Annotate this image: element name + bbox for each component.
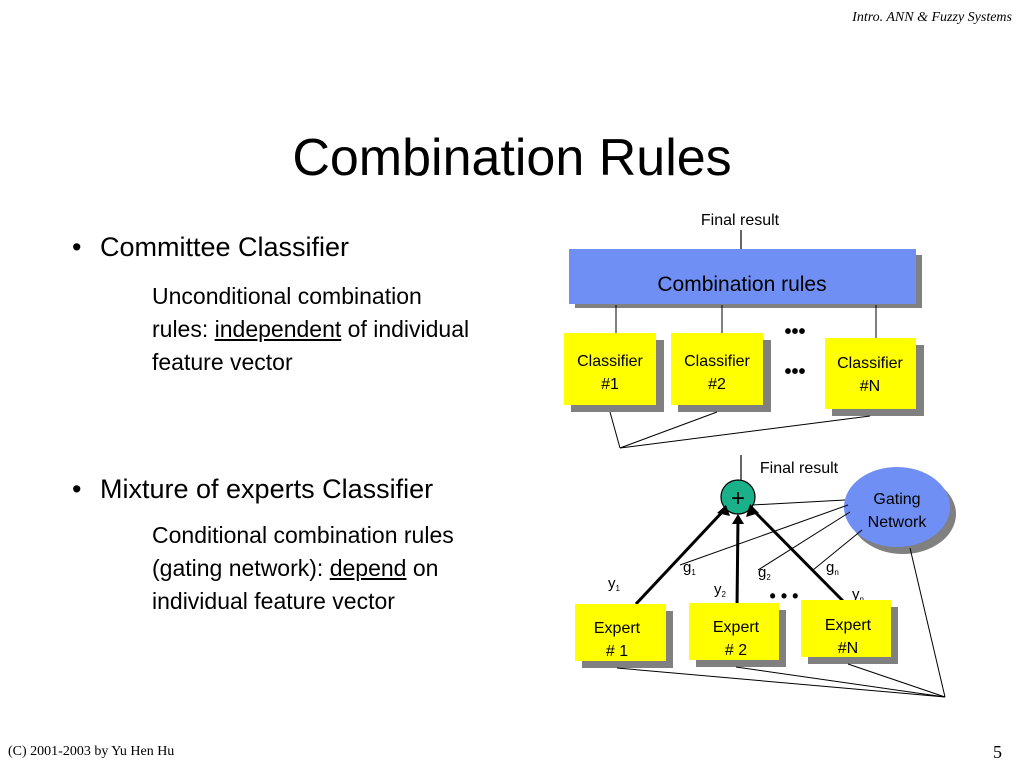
gating-label: Gating <box>873 491 920 508</box>
classifier-n-box <box>825 338 916 409</box>
input-line <box>847 663 946 698</box>
sub-line: feature vector <box>152 349 293 375</box>
sub-line: Conditional combination rules <box>152 522 454 548</box>
sub-line: rules: independent of individual <box>152 316 470 342</box>
expert-output-arrow <box>748 505 847 605</box>
expert-label: Expert <box>594 620 641 637</box>
expert-number: # 2 <box>725 642 747 659</box>
arrowhead <box>746 504 759 517</box>
final-result-label: Final result <box>760 460 839 477</box>
bullet-mixture: • Mixture of experts Classifier <box>72 474 433 505</box>
plus-icon: + <box>731 485 745 512</box>
g1-label: g1 <box>683 559 696 577</box>
input-line <box>909 547 946 698</box>
bullet-heading: Mixture of experts Classifier <box>100 474 434 504</box>
classifier-label: Classifier <box>684 353 750 370</box>
gating-line <box>757 511 851 571</box>
expert-number: # 1 <box>606 643 628 660</box>
gating-line <box>679 504 849 566</box>
emphasis-word: independent <box>214 316 342 342</box>
expert-label: Expert <box>825 617 872 634</box>
y1-label: y1 <box>608 575 621 593</box>
classifier-2-box <box>671 333 763 405</box>
input-line <box>609 411 621 449</box>
expert-output-arrow <box>634 506 728 606</box>
gn-label: gn <box>826 559 839 577</box>
input-line <box>616 667 946 698</box>
combination-rules-box <box>569 249 916 304</box>
slide-title: Combination Rules <box>292 129 732 187</box>
bullet-committee: • Committee Classifier <box>72 232 349 263</box>
final-result-label: Final result <box>701 212 780 229</box>
classifier-number: #2 <box>708 376 726 393</box>
bullet-heading: Committee Classifier <box>100 232 350 262</box>
input-line <box>619 411 718 449</box>
sub-line: Unconditional combination <box>152 283 422 309</box>
sub-line: (gating network): depend on <box>152 555 439 581</box>
expert-output-arrow <box>735 517 740 609</box>
classifier-number: #N <box>860 378 880 395</box>
expert-number: #N <box>838 640 858 657</box>
emphasis-word: depend <box>329 555 407 581</box>
input-line <box>735 666 946 698</box>
classifier-number: #1 <box>601 376 619 393</box>
expert-n-box <box>801 600 891 657</box>
y2-label: y2 <box>714 581 727 599</box>
arrowhead <box>732 514 744 524</box>
g2-label: g2 <box>758 564 771 582</box>
expert-label: Expert <box>713 619 760 636</box>
bullet-committee-text: Unconditional combination rules: indepen… <box>152 280 469 379</box>
yn-label: yn <box>852 586 864 604</box>
classifier-1-box <box>564 333 656 405</box>
ellipsis-top: ••• <box>784 321 805 343</box>
course-header: Intro. ANN & Fuzzy Systems <box>852 10 1012 25</box>
gating-label: Network <box>868 514 928 531</box>
ellipsis-mid: ••• <box>784 361 805 383</box>
gating-line <box>812 529 863 571</box>
expert-1-box <box>575 604 666 661</box>
ellipsis: • • • <box>770 586 799 606</box>
classifier-label: Classifier <box>837 355 903 372</box>
bullet-dot-icon: • <box>72 474 82 504</box>
expert-2-box <box>689 603 779 660</box>
classifier-label: Classifier <box>577 353 643 370</box>
combination-rules-label: Combination rules <box>657 273 826 296</box>
bullet-mixture-text: Conditional combination rules (gating ne… <box>152 519 454 618</box>
sub-line: individual feature vector <box>152 588 395 614</box>
arrowhead <box>717 505 730 516</box>
page-number: 5 <box>993 742 1002 762</box>
gating-line <box>751 499 846 506</box>
bullet-dot-icon: • <box>72 232 82 262</box>
copyright-footer: (C) 2001-2003 by Yu Hen Hu <box>8 744 175 759</box>
input-line <box>619 415 871 449</box>
gating-network <box>844 467 950 547</box>
